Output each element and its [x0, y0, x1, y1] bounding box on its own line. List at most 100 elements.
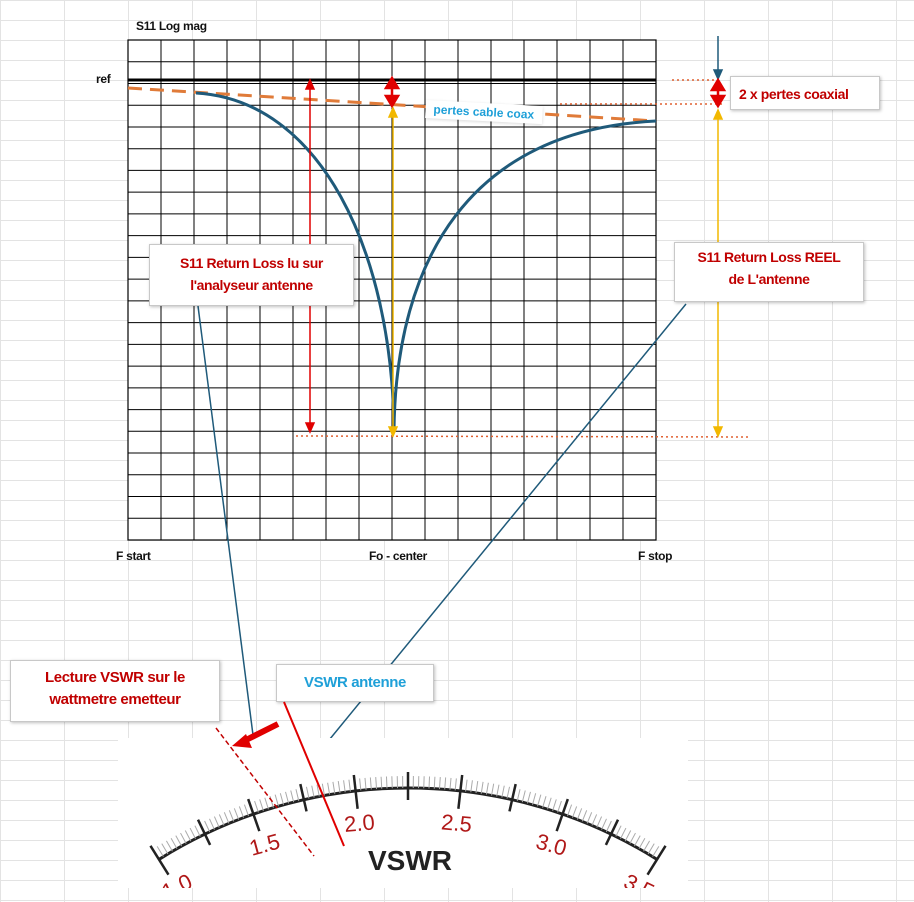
meter-minor-tick: [184, 830, 192, 842]
x-label-center: Fo - center: [369, 549, 428, 563]
coax-loss-double-arrow: [383, 75, 401, 109]
meter-minor-tick: [496, 784, 500, 797]
return-loss-read-line2: l'analyseur antenne: [190, 277, 313, 293]
antenna-reading-marker: [283, 701, 345, 847]
meter-minor-tick: [605, 820, 612, 833]
x-label-start: F start: [116, 549, 151, 563]
meter-major-tick: [352, 774, 359, 809]
meter-minor-tick: [449, 777, 452, 790]
transmitter-reading-marker: [215, 727, 315, 857]
meter-minor-tick: [165, 840, 173, 852]
meter-minor-tick: [647, 843, 655, 855]
meter-minor-tick: [596, 816, 603, 828]
return-loss-real-arrow-center: [387, 106, 399, 438]
meter-minor-tick: [581, 810, 588, 822]
meter-minor-tick: [521, 790, 526, 803]
meter-minor-tick: [223, 812, 230, 824]
vswr-antenna-text: VSWR antenne: [304, 674, 406, 691]
meter-half-tick: [299, 783, 308, 812]
ref-label: ref: [96, 72, 111, 86]
right-red-double-arrow: [709, 77, 727, 109]
meter-minor-tick: [295, 789, 300, 801]
meter-minor-tick: [264, 797, 269, 810]
meter-minor-tick: [170, 837, 178, 849]
meter-minor-tick: [343, 780, 346, 793]
meter-minor-tick: [364, 777, 367, 790]
logmag-grid: [127, 39, 657, 541]
vswr-transmitter-callout: Lecture VSWR sur le wattmetre emetteur: [10, 660, 220, 722]
meter-minor-tick: [643, 840, 651, 852]
meter-minor-tick: [516, 789, 521, 801]
meter-minor-tick: [380, 776, 383, 789]
meter-minor-tick: [586, 812, 593, 824]
meter-minor-tick: [316, 784, 320, 797]
meter-minor-tick: [238, 806, 245, 818]
double-coax-loss-callout: 2 x pertes coaxial: [730, 76, 880, 110]
meter-minor-tick: [444, 777, 447, 790]
transmitter-direction-arrow: [232, 721, 280, 748]
meter-minor-tick: [305, 786, 310, 799]
meter-major-tick: [646, 845, 667, 876]
meter-minor-tick: [532, 793, 537, 805]
meter-minor-tick: [465, 779, 468, 792]
meter-minor-tick: [557, 800, 562, 813]
meter-major-tick: [149, 845, 170, 876]
meter-minor-tick: [274, 794, 279, 807]
meter-scale-label: 2.0: [343, 809, 376, 837]
meter-half-tick: [508, 783, 517, 812]
meter-minor-tick: [233, 808, 240, 820]
meter-minor-tick: [228, 810, 235, 822]
meter-major-tick: [555, 798, 570, 832]
meter-minor-tick: [359, 778, 362, 791]
meter-minor-tick: [547, 797, 552, 810]
meter-minor-tick: [454, 778, 457, 791]
meter-title: VSWR: [368, 845, 452, 876]
meter-minor-tick: [633, 835, 641, 847]
meter-minor-tick: [571, 806, 578, 818]
meter-minor-tick: [285, 791, 290, 804]
meter-minor-tick: [652, 846, 660, 857]
meter-minor-tick: [576, 808, 583, 820]
meter-minor-tick: [369, 777, 372, 790]
meter-minor-tick: [591, 814, 598, 826]
meter-minor-tick: [189, 827, 196, 840]
meter-minor-tick: [209, 818, 215, 830]
meter-minor-tick: [204, 820, 211, 833]
meter-minor-tick: [542, 796, 547, 808]
right-navy-arrow: [712, 36, 724, 81]
return-loss-real-line2: de L'antenne: [728, 271, 810, 287]
return-loss-real-callout: S11 Return Loss REEL de L'antenne: [674, 242, 864, 302]
meter-minor-tick: [537, 794, 542, 807]
meter-minor-tick: [180, 832, 187, 844]
meter-minor-tick: [194, 825, 201, 837]
meter-minor-tick: [243, 804, 249, 817]
return-loss-real-line1: S11 Return Loss REEL: [697, 249, 841, 265]
meter-minor-tick: [213, 816, 220, 828]
meter-scale-label: 2.5: [440, 809, 473, 837]
meter-minor-tick: [327, 782, 331, 795]
return-loss-read-callout: S11 Return Loss lu sur l'analyseur anten…: [149, 244, 354, 306]
meter-minor-tick: [259, 799, 264, 811]
meter-minor-tick: [385, 776, 388, 789]
meter-minor-tick: [485, 782, 489, 795]
x-label-stop: F stop: [638, 549, 673, 563]
double-coax-loss-text: 2 x pertes coaxial: [739, 86, 849, 102]
meter-minor-tick: [475, 781, 479, 794]
meter-minor-tick: [254, 800, 259, 813]
meter-minor-tick: [638, 837, 646, 849]
vswr-antenna-callout: VSWR antenne: [276, 664, 434, 702]
vswr-transmitter-line2: wattmetre emetteur: [49, 691, 181, 708]
meter-minor-tick: [290, 790, 295, 803]
meter-minor-tick: [428, 776, 431, 789]
meter-half-tick: [604, 819, 620, 846]
meter-minor-tick: [348, 779, 351, 792]
meter-minor-tick: [506, 786, 511, 799]
meter-major-tick: [457, 774, 464, 809]
meter-minor-tick: [526, 791, 531, 804]
meter-minor-tick: [615, 825, 622, 837]
meter-minor-tick: [438, 777, 441, 790]
meter-minor-tick: [629, 832, 636, 844]
